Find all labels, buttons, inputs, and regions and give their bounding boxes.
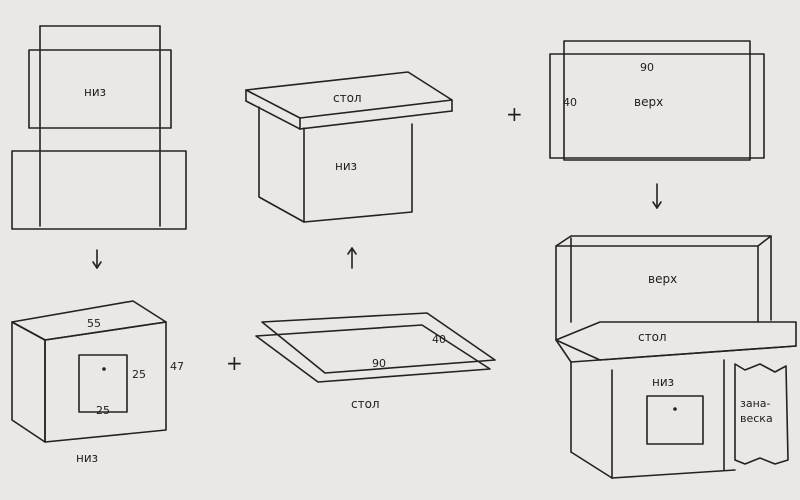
door-knob (102, 367, 106, 371)
final-niz-label: низ (652, 375, 674, 389)
box-with-table-drawing: стол низ (245, 71, 453, 223)
final-verh-top (555, 235, 772, 247)
lower-width-dim: 55 (87, 317, 101, 330)
lower-box-niz-label: низ (76, 451, 98, 465)
verh-outer-rect (549, 53, 765, 159)
final-curtain (734, 363, 789, 465)
final-door (646, 395, 704, 445)
arrow-down-left (92, 249, 102, 269)
lower-box-door (78, 354, 128, 413)
stol-board-bottom (255, 324, 491, 383)
stol-width-dim: 90 (372, 357, 386, 370)
verh-inner-rect (563, 40, 751, 161)
verh-height-dim: 40 (563, 96, 577, 109)
verh-width-dim: 90 (640, 61, 654, 74)
fold-upper-rect (28, 49, 172, 129)
stol-label: стол (351, 397, 380, 411)
fold-cover-drawing: низ (11, 25, 187, 230)
stol-board-top (261, 312, 496, 374)
verh-label: верх (634, 95, 663, 109)
plus-sign-top: + (506, 102, 523, 126)
fold-niz-label: низ (84, 85, 106, 99)
final-stol-top (555, 321, 797, 361)
final-stol-label: стол (638, 330, 667, 344)
plus-sign-bottom: + (226, 351, 243, 375)
final-verh-label: верх (648, 272, 677, 286)
door-height-dim: 25 (132, 368, 146, 381)
door-width-dim: 25 (96, 404, 110, 417)
final-assembly-drawing: верх стол низ зана- веска (555, 235, 797, 479)
fold-lower-rect (11, 150, 187, 230)
stol-boards-drawing: 90 40 стол (255, 312, 496, 411)
stol-depth-dim: 40 (432, 333, 446, 346)
arrow-up-middle (347, 247, 357, 269)
verh-panel-drawing: 90 40 верх (549, 40, 765, 161)
final-curtain-label-line2: веска (740, 412, 773, 425)
lower-box-front-face (44, 321, 167, 443)
box-niz-label: низ (335, 159, 357, 173)
lower-box-drawing: 55 47 25 25 низ (11, 300, 184, 465)
final-curtain-label-line1: зана- (740, 397, 771, 410)
lower-box-side-face (11, 321, 46, 443)
lower-height-dim: 47 (170, 360, 184, 373)
box-stol-label: стол (333, 91, 362, 105)
arrow-down-right (652, 183, 662, 209)
